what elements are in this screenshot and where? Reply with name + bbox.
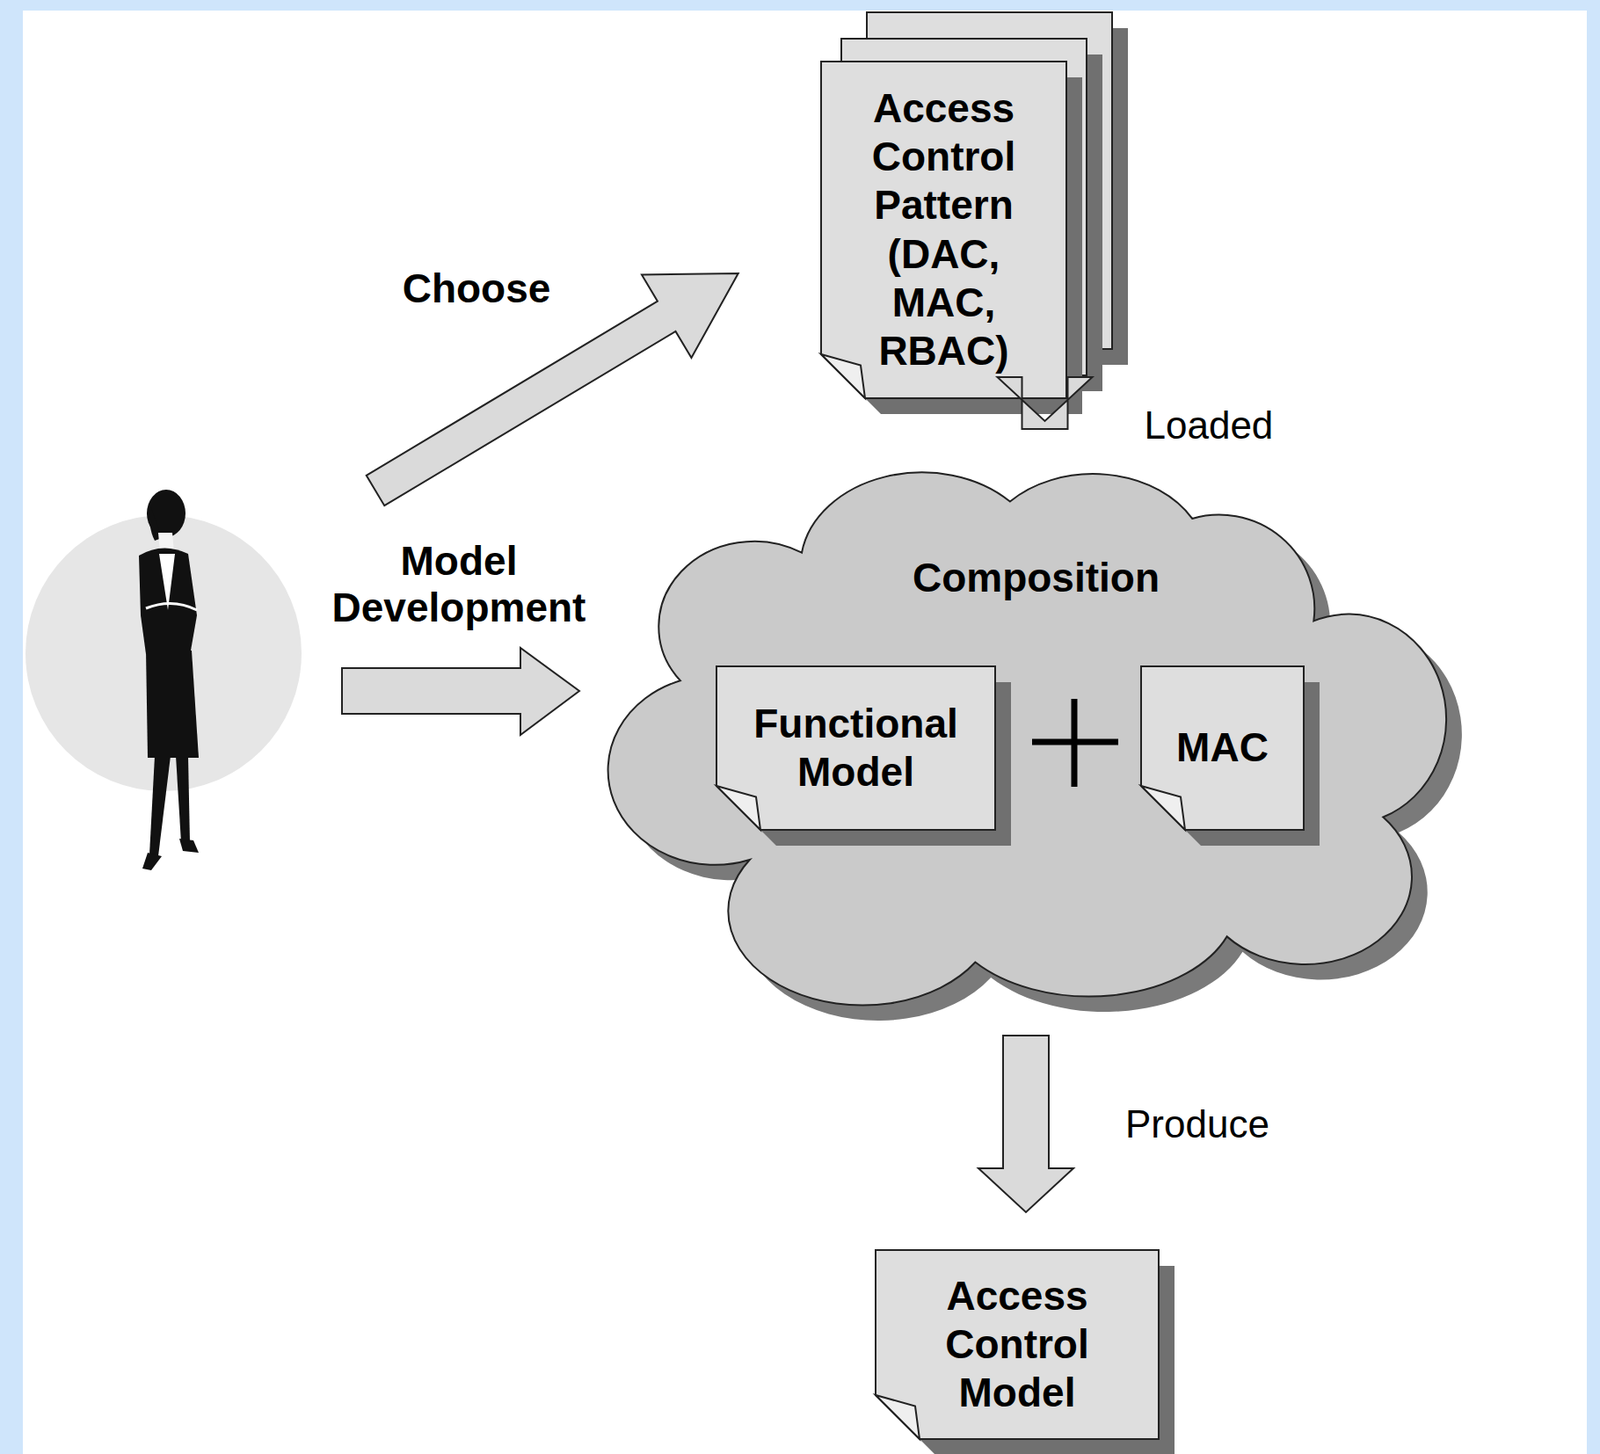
page-outline [716, 666, 996, 830]
arrow-label: Model Development [332, 538, 587, 631]
box-text: Access Control Model [902, 1272, 1132, 1419]
pattern-document-stack: Access Control Pattern (DAC, MAC, RBAC) [821, 61, 1067, 399]
model-development-arrow [341, 647, 580, 735]
box-text: MAC [1176, 723, 1269, 772]
edge-label: Produce [1125, 1102, 1270, 1147]
person-figure [138, 489, 199, 871]
box-text: Functional Model [741, 699, 971, 797]
plus-symbol [1032, 698, 1119, 787]
edge-label: Produce [1125, 1102, 1270, 1146]
box-text: Access Control Pattern (DAC, MAC, RBAC) [856, 84, 1033, 376]
arrow-label: Choose [402, 265, 552, 312]
document-box: MAC [1141, 666, 1304, 830]
choose-arrow [350, 232, 764, 532]
document-box: Functional Model [716, 666, 996, 830]
cloud-outline [602, 458, 1470, 1005]
edge-label: Loaded [1144, 403, 1274, 447]
cloud-heading: Composition [602, 553, 1470, 603]
block-arrow-connector [978, 1035, 1074, 1213]
arrow-label: Model Development [313, 538, 604, 632]
block-arrow-connector [997, 377, 1093, 430]
composition-cloud: CompositionFunctional Model MAC [602, 458, 1470, 1005]
document-box: Access Control Model [875, 1250, 1159, 1440]
edge-label: Loaded [1144, 403, 1274, 448]
arrow-label: Choose [344, 265, 609, 313]
person-circle [25, 515, 302, 792]
